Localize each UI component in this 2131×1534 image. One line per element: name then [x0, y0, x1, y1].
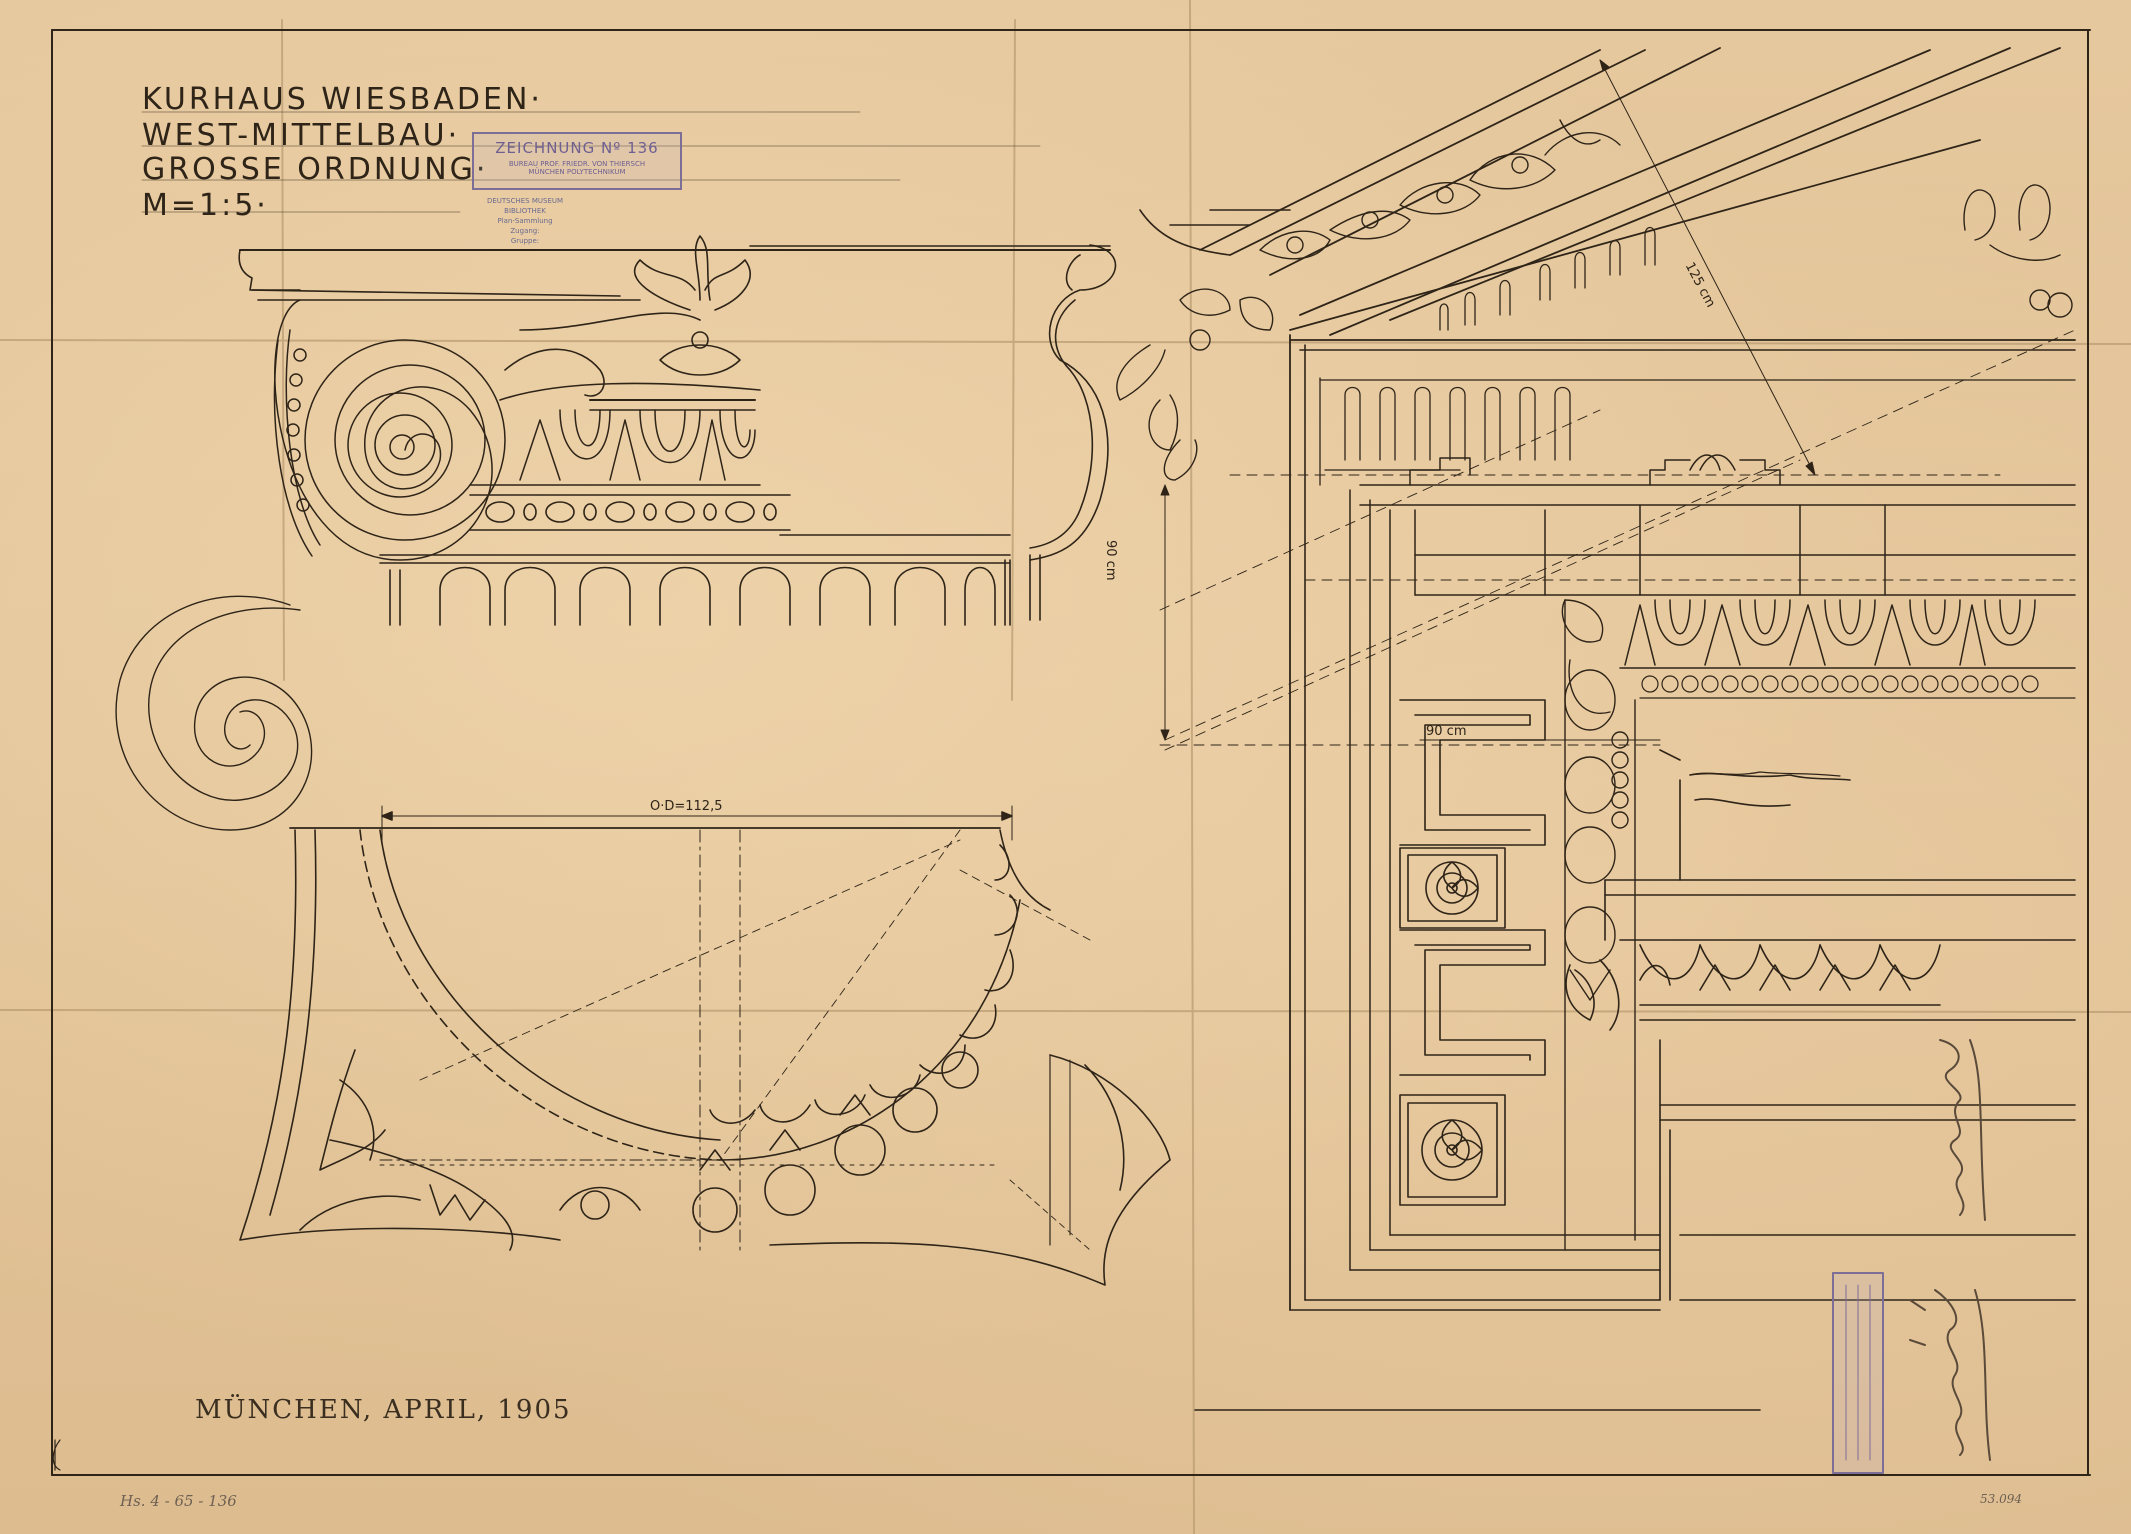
side-profile: [1029, 244, 1117, 621]
cornice-egg-and-dart: [1619, 599, 2076, 669]
frieze-dentils: [1319, 377, 2076, 486]
archive-number-right: 53.094: [1980, 1492, 2022, 1506]
return-egg-column: [1561, 599, 1636, 1251]
rosette-lower: [1399, 1094, 1506, 1206]
anthemion: [633, 235, 751, 376]
sheet-border: [51, 29, 2091, 1476]
library-stamp-line-4: Zugang:: [510, 227, 540, 235]
drawing-stamp-city: MÜNCHEN POLYTECHNIKUM: [528, 168, 626, 176]
title-line-1: KURHAUS WIESBADEN·: [142, 82, 543, 117]
cornice-blocks: [1349, 454, 2076, 1271]
title-line-3: GROSSE ORDNUNG·: [142, 152, 489, 187]
bead-and-reel: [469, 494, 791, 531]
cornice-bead-row: [1639, 675, 2076, 699]
flute-ring-plan: [709, 844, 1019, 1124]
drawing-stamp-office: BUREAU PROF. FRIEDR. VON THIERSCH: [508, 160, 646, 168]
capital-plan: [239, 805, 1171, 1286]
handwritten-signature: [1909, 1039, 1991, 1461]
vertical-dimension-label: 90 cm: [1103, 540, 1118, 581]
frame-lines: [1194, 1234, 1761, 1411]
egg-and-dart: [469, 409, 761, 486]
archive-number: Hs. 4 - 65 - 136: [120, 1492, 237, 1510]
margin-marks: [52, 1439, 61, 1471]
title-line-2: WEST-MITTELBAU·: [142, 118, 461, 153]
greek-key-soffit: [1399, 699, 1546, 1076]
stamp-frame-bottom-right: [1832, 1272, 1884, 1474]
dimension-lines: [1160, 59, 1816, 741]
place-date: MÜNCHEN, APRIL, 1905: [195, 1395, 572, 1425]
entablature: [1116, 47, 2076, 1411]
raking-dentils: [1439, 226, 1656, 331]
architrave: [1565, 749, 2076, 1301]
drawing-number: ZEICHNUNG Nº 136: [495, 139, 659, 157]
title-guide-lines: [141, 111, 1041, 213]
library-stamp: DEUTSCHES MUSEUM BIBLIOTHEK Plan-Sammlun…: [470, 196, 580, 246]
construction-lines: [1159, 329, 2076, 751]
drawing-number-stamp: ZEICHNUNG Nº 136 BUREAU PROF. FRIEDR. VO…: [472, 132, 682, 190]
plan-echinus: [692, 1051, 979, 1233]
diameter-dimension-label: O·D=112,5: [650, 799, 723, 814]
shaft-flutes: [379, 554, 1011, 626]
library-stamp-line-2: BIBLIOTHEK: [504, 207, 546, 215]
library-stamp-line-1: DEUTSCHES MUSEUM: [486, 197, 564, 205]
volute-construction: [115, 595, 313, 831]
corner-acanthus: [1116, 288, 1274, 481]
corner-ornament: [299, 1049, 641, 1251]
library-stamp-line-5: Gruppe:: [510, 237, 540, 245]
raking-ornament: [1259, 119, 1621, 260]
title-line-4: M=1:5·: [142, 188, 269, 223]
horizontal-dimension-label: 90 cm: [1426, 724, 1467, 739]
top-right-ornament: [1963, 184, 2073, 318]
capital-elevation: [238, 235, 1117, 626]
library-stamp-line-3: Plan-Sammlung: [497, 217, 553, 225]
volute: [273, 299, 506, 561]
rosette-upper: [1399, 847, 1506, 929]
